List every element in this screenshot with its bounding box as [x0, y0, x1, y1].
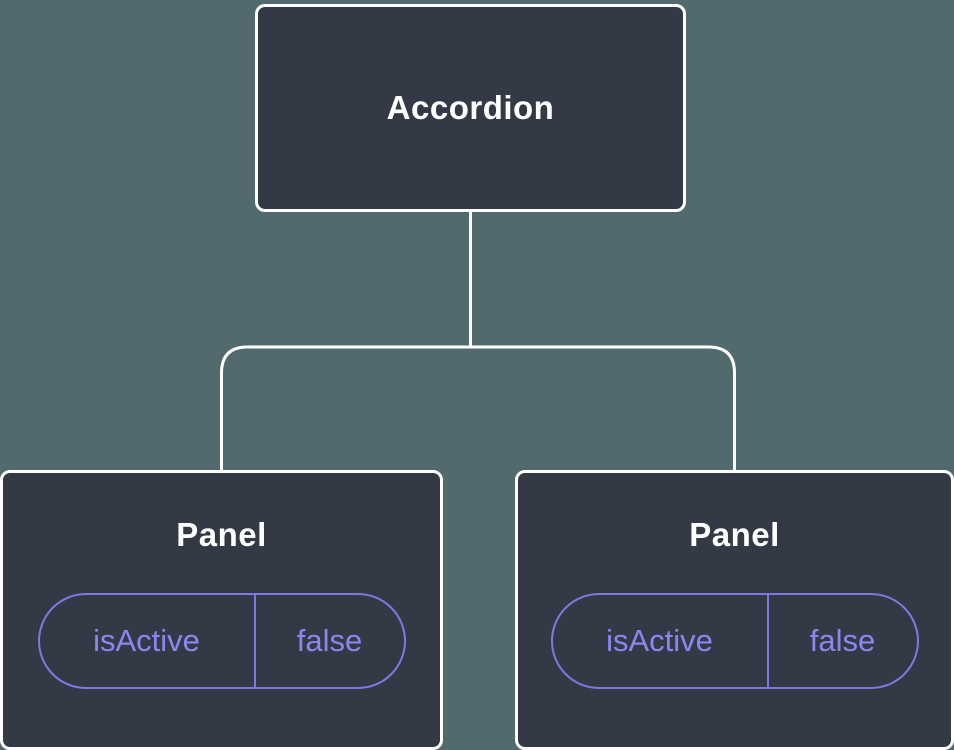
state-key: isActive: [553, 595, 769, 687]
tree-node-panel-1: Panel isActive false: [0, 470, 443, 750]
state-value: false: [296, 623, 363, 658]
component-tree-diagram: Accordion Panel isActive false Panel isA…: [0, 4, 954, 750]
connector-lines: [220, 210, 736, 471]
connector-branch-bracket: [220, 345, 736, 471]
node-label: Panel: [689, 516, 780, 553]
tree-node-panel-2: Panel isActive false: [515, 470, 954, 750]
tree-node-accordion: Accordion: [255, 4, 686, 212]
state-value: false: [809, 623, 876, 658]
node-label: Accordion: [386, 89, 555, 126]
state-pill: isActive false: [550, 593, 919, 689]
state-key: isActive: [40, 595, 256, 687]
state-pill: isActive false: [37, 593, 406, 689]
node-label: Panel: [176, 516, 267, 553]
